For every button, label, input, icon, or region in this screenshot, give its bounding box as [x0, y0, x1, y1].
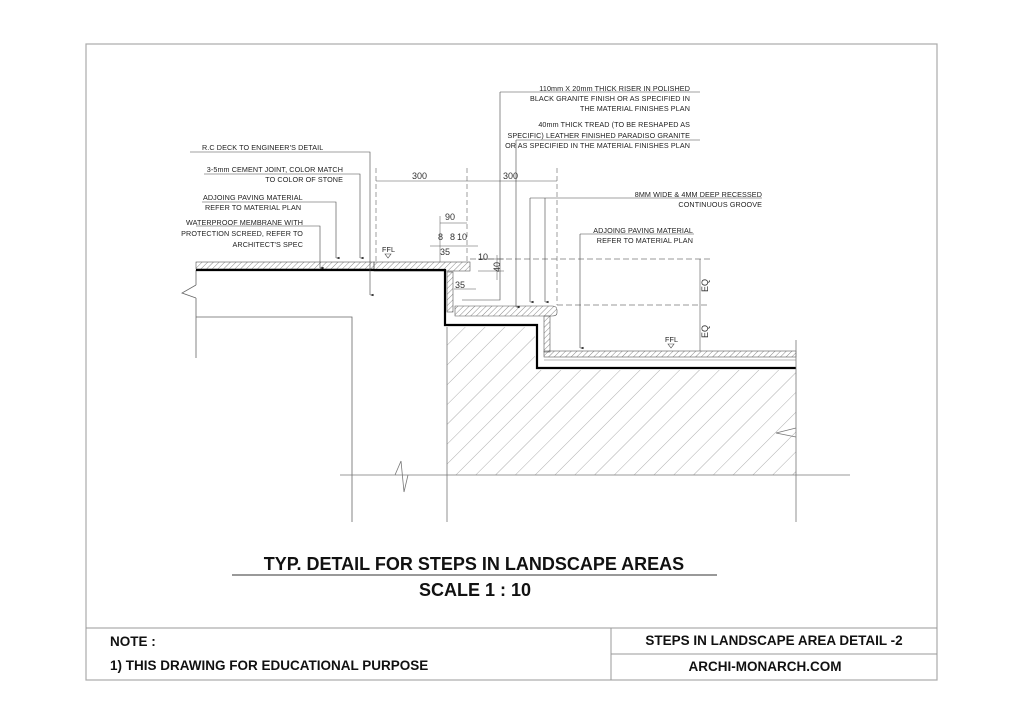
ffl-upper-marker [384, 253, 392, 259]
waterproof-membrane [196, 268, 796, 370]
svg-text:ADJOING PAVING MATERIAL: ADJOING PAVING MATERIAL [203, 193, 303, 202]
drawing-title: TYP. DETAIL FOR STEPS IN LANDSCAPE AREAS [264, 554, 684, 574]
annotation-groove: 8MM WIDE & 4MM DEEP RECESSED CONTINUOUS … [635, 190, 762, 209]
annotation-tread: 40mm THICK TREAD (TO BE RESHAPED AS SPEC… [505, 120, 690, 150]
svg-text:110mm X 20mm THICK RISER IN PO: 110mm X 20mm THICK RISER IN POLISHED [539, 84, 690, 93]
svg-text:WATERPROOF MEMBRANE WITH: WATERPROOF MEMBRANE WITH [186, 218, 303, 227]
svg-text:90: 90 [445, 212, 455, 222]
svg-text:EQ: EQ [700, 279, 710, 292]
svg-text:THE MATERIAL FINISHES PLAN: THE MATERIAL FINISHES PLAN [580, 104, 690, 113]
svg-text:35: 35 [455, 280, 465, 290]
riser-stone [446, 271, 454, 313]
annotation-membrane: WATERPROOF MEMBRANE WITH PROTECTION SCRE… [181, 218, 303, 249]
svg-text:300: 300 [412, 171, 427, 181]
annotation-riser: 110mm X 20mm THICK RISER IN POLISHED BLA… [530, 84, 690, 113]
sheet-title: STEPS IN LANDSCAPE AREA DETAIL -2 [645, 633, 902, 648]
svg-text:R.C DECK TO ENGINEER'S DETAIL: R.C DECK TO ENGINEER'S DETAIL [202, 143, 323, 152]
svg-text:TO COLOR OF STONE: TO COLOR OF STONE [265, 175, 343, 184]
dimension-labels: 300 300 90 8 8 10 35 10 40 35 EQ EQ [412, 171, 710, 338]
note-item-1: 1) THIS DRAWING FOR EDUCATIONAL PURPOSE [110, 658, 428, 673]
svg-text:REFER TO MATERIAL PLAN: REFER TO MATERIAL PLAN [205, 203, 301, 212]
svg-text:8: 8 [438, 232, 443, 242]
svg-text:SPECIFIC) LEATHER FINISHED PAR: SPECIFIC) LEATHER FINISHED PARADISO GRAN… [507, 131, 690, 140]
svg-text:OR AS SPECIFIED IN THE MATERIA: OR AS SPECIFIED IN THE MATERIAL FINISHES… [505, 141, 690, 150]
annotation-paving-lower: ADJOING PAVING MATERIAL REFER TO MATERIA… [593, 226, 693, 245]
upper-paving [195, 261, 375, 270]
svg-text:BLACK GRANITE FINISH OR AS SPE: BLACK GRANITE FINISH OR AS SPECIFIED IN [530, 94, 690, 103]
svg-text:40mm THICK TREAD (TO BE RESHA: 40mm THICK TREAD (TO BE RESHAPED AS [538, 120, 690, 129]
svg-text:REFER TO MATERIAL PLAN: REFER TO MATERIAL PLAN [597, 236, 693, 245]
ffl-lower-marker [667, 343, 675, 349]
svg-text:300: 300 [503, 171, 518, 181]
note-heading: NOTE : [110, 634, 156, 649]
svg-text:PROTECTION SCREED, REFER TO: PROTECTION SCREED, REFER TO [181, 229, 303, 238]
rc-deck-hatch [447, 327, 796, 475]
svg-text:8: 8 [450, 232, 455, 242]
svg-text:CONTINUOUS GROOVE: CONTINUOUS GROOVE [678, 200, 762, 209]
section-drawing [181, 91, 850, 522]
sheet-border [85, 43, 938, 681]
svg-text:40: 40 [492, 262, 502, 272]
svg-text:ARCHITECT'S SPEC: ARCHITECT'S SPEC [233, 240, 303, 249]
website-label: ARCHI-MONARCH.COM [689, 659, 842, 674]
svg-text:10: 10 [478, 252, 488, 262]
svg-text:ADJOING PAVING MATERIAL: ADJOING PAVING MATERIAL [593, 226, 693, 235]
ffl-upper-label: FFL [382, 245, 395, 254]
drawing-scale: SCALE 1 : 10 [419, 580, 531, 600]
annotation-cement-joint: 3-5mm CEMENT JOINT, COLOR MATCH TO COLOR… [207, 165, 343, 184]
svg-text:35: 35 [440, 247, 450, 257]
ffl-lower-label: FFL [665, 335, 678, 344]
svg-text:EQ: EQ [700, 325, 710, 338]
svg-text:10: 10 [457, 232, 467, 242]
lower-tread-stone [454, 305, 558, 317]
svg-text:3-5mm CEMENT JOINT, COLOR MAT: 3-5mm CEMENT JOINT, COLOR MATCH [207, 165, 343, 174]
annotation-paving-upper: ADJOING PAVING MATERIAL REFER TO MATERIA… [203, 193, 303, 212]
annotation-rc-deck: R.C DECK TO ENGINEER'S DETAIL [202, 143, 323, 152]
lower-paving [543, 350, 797, 358]
lower-riser-stone [543, 315, 551, 353]
svg-text:8MM WIDE & 4MM DEEP RECESSED: 8MM WIDE & 4MM DEEP RECESSED [635, 190, 762, 199]
